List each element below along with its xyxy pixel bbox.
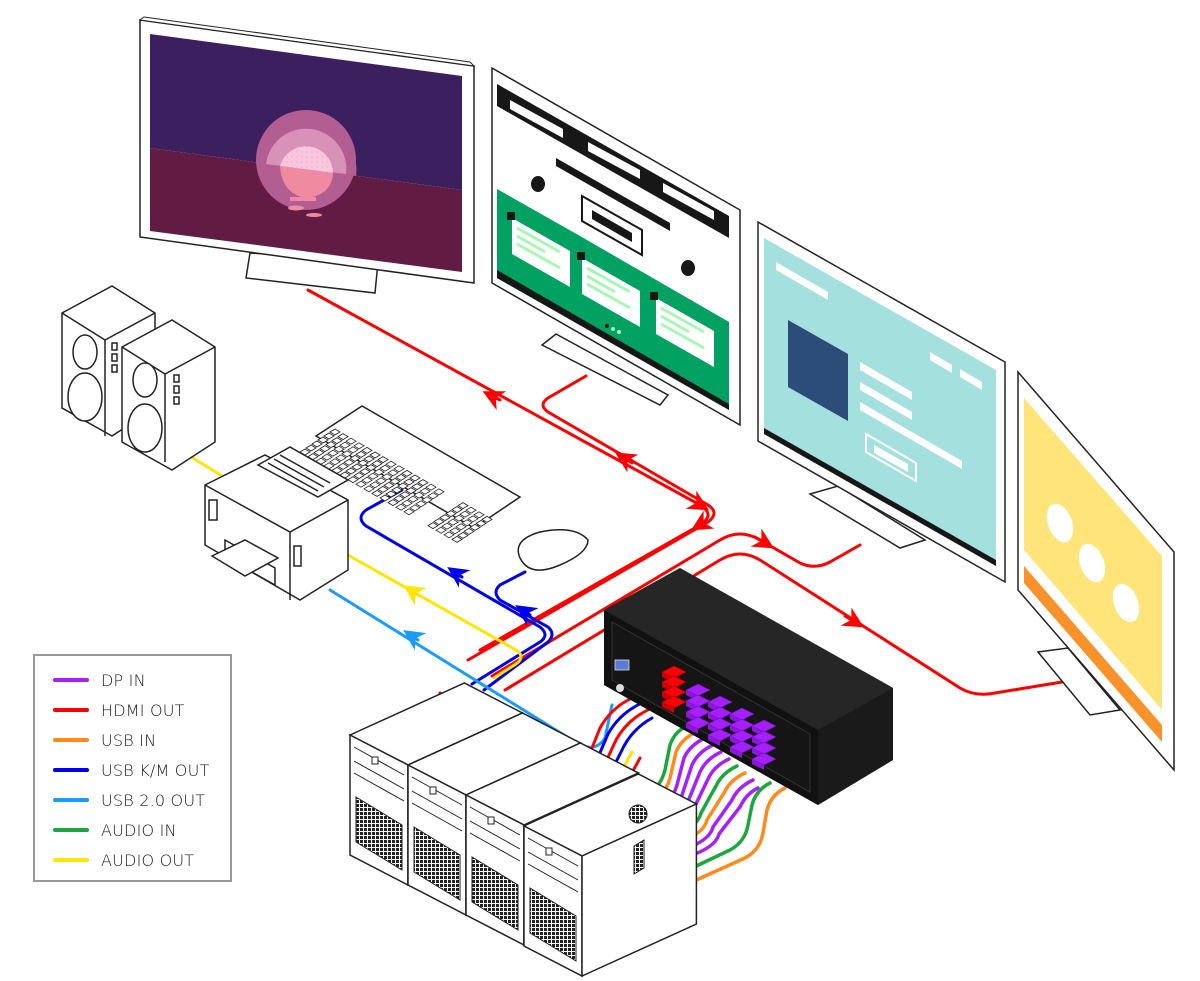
monitor-1-screen [150, 34, 462, 272]
monitor-3 [757, 220, 1006, 584]
legend-label: DP IN [101, 670, 146, 690]
usb-km-arrow-mouse [515, 605, 539, 626]
audio-out-arrow [403, 585, 427, 606]
monitor-4 [1017, 369, 1175, 773]
kvm-switch [604, 568, 893, 805]
legend-item: AUDIO OUT [53, 850, 194, 870]
legend-item: HDMI OUT [53, 700, 185, 720]
legend-label: AUDIO IN [101, 820, 177, 840]
audio-out-cable [346, 553, 523, 680]
hdmi-arrow-2 [615, 452, 639, 473]
legend-item: USB K/M OUT [53, 760, 209, 780]
monitor-2 [491, 66, 741, 427]
hdmi-arrow-4 [840, 607, 865, 628]
legend-label: HDMI OUT [101, 700, 185, 720]
legend-item: AUDIO IN [53, 820, 177, 840]
legend-label: USB 2.0 OUT [101, 790, 206, 810]
keyboard [299, 405, 522, 543]
computer-4 [522, 773, 699, 978]
legend-item: USB 2.0 OUT [53, 790, 205, 810]
monitor-2-cards [507, 212, 714, 367]
legend-item: USB IN [53, 730, 156, 750]
legend-swatch [53, 798, 89, 802]
hdmi-arrow-1 [482, 391, 507, 411]
mouse [517, 529, 589, 571]
speakers [61, 285, 216, 471]
legend-label: AUDIO OUT [101, 850, 195, 870]
legend-swatch [53, 738, 89, 742]
usb20-out-arrow [403, 630, 427, 651]
legend-swatch [53, 768, 89, 772]
hdmi-arrow-3 [750, 528, 775, 549]
printer [204, 446, 350, 601]
computers [348, 682, 699, 978]
legend-label: USB K/M OUT [101, 760, 210, 780]
legend: DP IN HDMI OUT USB IN USB K/M OUT USB 2.0 OU… [33, 654, 232, 882]
hdmi-cable-monitor-3 [490, 532, 862, 678]
legend-item: DP IN [53, 670, 146, 690]
legend-swatch [53, 708, 89, 712]
legend-swatch [53, 858, 89, 862]
legend-swatch [53, 828, 89, 832]
legend-label: USB IN [101, 730, 157, 750]
monitor-1 [138, 16, 476, 294]
usb-km-arrow-keyboard [447, 567, 471, 588]
audio-out-cable-speakers [186, 453, 224, 478]
legend-swatch [53, 678, 89, 682]
